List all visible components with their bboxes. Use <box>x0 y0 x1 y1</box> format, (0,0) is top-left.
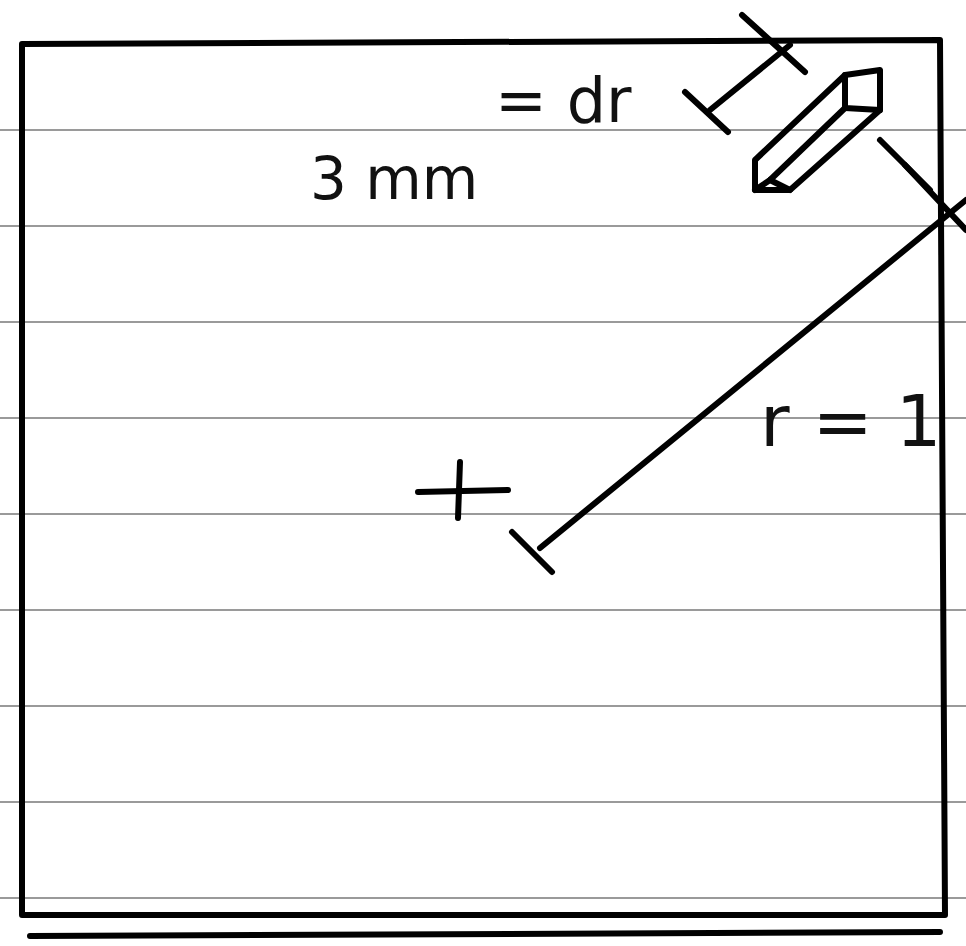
ruled-lines <box>0 130 966 898</box>
charge-sign: + <box>300 640 302 642</box>
frame-shadow <box>30 932 940 936</box>
dimension-line <box>710 45 790 110</box>
dimension-label: = dr <box>495 70 632 132</box>
radius-tick <box>512 532 552 572</box>
dimension-label: r = 1 <box>760 385 942 457</box>
plus-mark <box>418 490 508 492</box>
dimension-tick <box>742 15 805 72</box>
dimension-tick <box>880 140 930 190</box>
dimension-tick <box>685 92 728 132</box>
plus-mark <box>458 462 460 518</box>
dimension-label: 3 mm <box>310 150 478 208</box>
radius-line <box>540 200 966 548</box>
frame-border <box>22 40 945 915</box>
volume-element <box>755 70 880 190</box>
